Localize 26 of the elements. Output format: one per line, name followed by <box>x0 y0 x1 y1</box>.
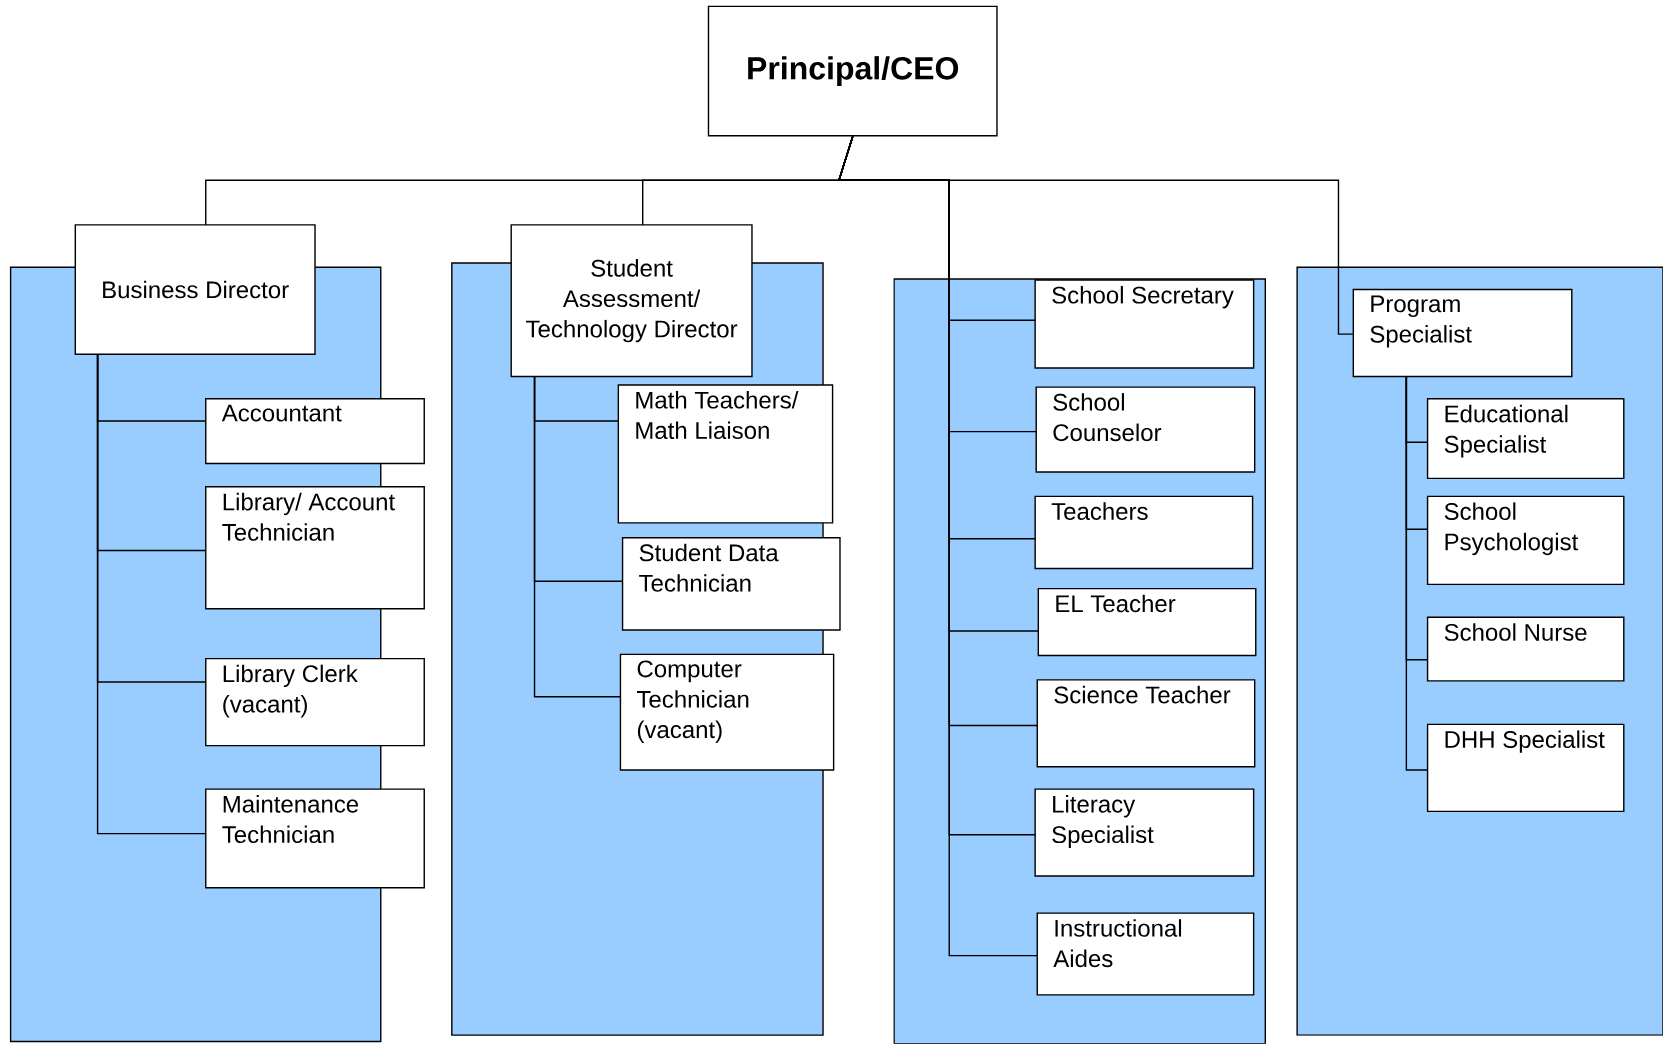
director-box: Business Director <box>74 224 316 356</box>
title-box: Principal/CEO <box>707 5 998 137</box>
role-box: Computer Technician (vacant) <box>619 653 835 771</box>
role-box: School Counselor <box>1035 386 1256 473</box>
director-box: Student Assessment/ Technology Director <box>510 224 753 378</box>
role-box: Accountant <box>205 398 425 465</box>
role-box: School Psychologist <box>1426 495 1625 586</box>
role-box: Program Specialist <box>1352 289 1573 378</box>
connector-line <box>533 376 622 698</box>
role-box: Math Teachers/ Math Liaison <box>617 384 834 524</box>
connector-line <box>96 353 207 835</box>
connector-line <box>838 135 1354 335</box>
role-box: School Nurse <box>1426 616 1625 682</box>
role-box: Instructional Aides <box>1036 912 1255 996</box>
connector-line <box>1405 376 1429 771</box>
role-box: Educational Specialist <box>1426 398 1625 480</box>
role-box: EL Teacher <box>1037 588 1257 657</box>
role-box: Student Data Technician <box>621 537 841 631</box>
role-box: Maintenance Technician <box>205 788 425 889</box>
role-box: Library Clerk (vacant) <box>205 658 425 747</box>
role-box: Teachers <box>1034 495 1254 570</box>
role-box: School Secretary <box>1034 279 1255 369</box>
role-box: Library/ Account Technician <box>205 486 425 610</box>
role-box: DHH Specialist <box>1426 723 1625 813</box>
role-box: Literacy Specialist <box>1034 788 1255 877</box>
role-box: Science Teacher <box>1036 679 1256 768</box>
